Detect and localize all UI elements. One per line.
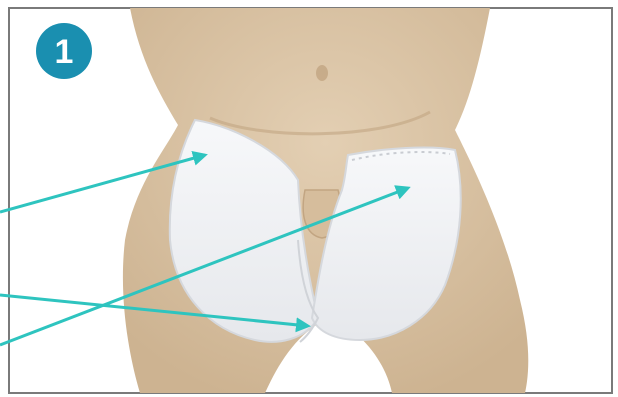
step-number: 1 (55, 33, 74, 71)
step-number-badge: 1 (36, 23, 92, 79)
navel (316, 65, 328, 81)
